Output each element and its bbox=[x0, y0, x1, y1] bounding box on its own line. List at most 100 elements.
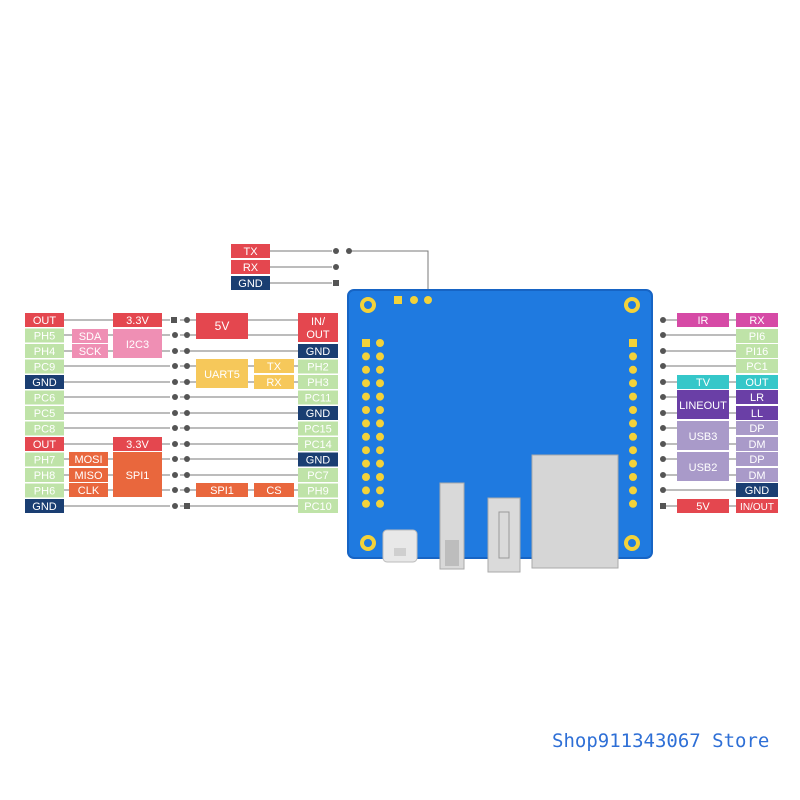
mid-pin-label-4: PC11 bbox=[305, 393, 332, 405]
pc1-label: PC1 bbox=[746, 361, 767, 373]
v33-top-label: 3.3V bbox=[126, 315, 149, 327]
mid-pin-label-11: PC10 bbox=[304, 501, 332, 513]
board bbox=[347, 289, 653, 573]
store-watermark: Shop911343067 Store bbox=[552, 730, 770, 752]
debug-gnd: GND bbox=[238, 278, 263, 290]
left-pin-label-7: PC8 bbox=[34, 424, 55, 436]
usb3-dp-label: DP bbox=[749, 423, 764, 435]
usb3-label: USB3 bbox=[689, 431, 718, 443]
left-pin-label-3: PC9 bbox=[34, 362, 55, 374]
left-pin-label-5: PC6 bbox=[34, 393, 55, 405]
lr-label: LR bbox=[750, 392, 764, 404]
mid-pin-label-0-1: OUT bbox=[306, 329, 330, 341]
mid-pin-box-1 bbox=[298, 344, 338, 358]
function-blocks: 3.3V SDA SCK I2C3 5V UART5 TX RX 3.3V MO… bbox=[69, 313, 294, 497]
mid-pin-box-6 bbox=[298, 421, 338, 436]
right-header-pin-12 bbox=[629, 499, 637, 508]
left-pin-label-11: PH6 bbox=[34, 486, 55, 498]
right-inout-label: IN/OUT bbox=[740, 502, 774, 513]
mid-pin-label-2: PH2 bbox=[307, 362, 328, 374]
left-connector-dots bbox=[171, 248, 352, 509]
left-pin-label-10: PH8 bbox=[34, 470, 55, 482]
pi16-label: PI16 bbox=[746, 346, 769, 358]
left-pin-box-8 bbox=[25, 437, 64, 451]
left-header-pin-20 bbox=[362, 473, 370, 481]
mid-pin-box-9 bbox=[298, 468, 338, 482]
uart5-rx-label: RX bbox=[266, 377, 282, 389]
mid-pin-box-11 bbox=[298, 499, 338, 513]
left-pin-label-4: GND bbox=[32, 377, 57, 389]
mid-pin-box-4 bbox=[298, 390, 338, 405]
debug-tx: TX bbox=[243, 246, 258, 258]
left-pin-box-6 bbox=[25, 406, 64, 420]
left-pin-box-2 bbox=[25, 344, 64, 358]
miso-label: MISO bbox=[74, 470, 103, 482]
left-pin-box-12 bbox=[25, 499, 64, 513]
left-header-pin-19 bbox=[376, 459, 384, 468]
lineout-label: LINEOUT bbox=[679, 400, 727, 412]
mid-pin-box-5 bbox=[298, 406, 338, 420]
left-pin-label-9: PH7 bbox=[34, 455, 55, 467]
left-pin-box-7 bbox=[25, 421, 64, 436]
left-header-pin-6 bbox=[362, 379, 370, 388]
usb3-dm-label: DM bbox=[748, 439, 765, 451]
left-header-pin-5 bbox=[376, 365, 384, 374]
right-header-pin-6 bbox=[629, 419, 637, 428]
mid-pin-label-7: PC14 bbox=[304, 439, 332, 451]
right-header-pin-3 bbox=[629, 379, 637, 388]
left-pin-header bbox=[362, 339, 384, 508]
spi1-label: SPI1 bbox=[210, 485, 234, 497]
right-header-pin-4 bbox=[629, 392, 637, 401]
mid-pin-label-0-0: IN/ bbox=[311, 316, 326, 328]
usb2-label: USB2 bbox=[689, 462, 718, 474]
right-header-pin-2 bbox=[629, 365, 637, 374]
mid-pin-label-9: PC7 bbox=[307, 470, 328, 482]
sda-label: SDA bbox=[79, 331, 102, 343]
left-pin-box-5 bbox=[25, 390, 64, 405]
left-header-pin-1 bbox=[376, 339, 384, 347]
mid-pin-box-0 bbox=[298, 313, 338, 342]
right-header-pin-9 bbox=[629, 459, 637, 468]
left-pin-box-0 bbox=[25, 313, 64, 327]
mid-pin-label-5: GND bbox=[306, 408, 331, 420]
mid-pin-label-10: PH9 bbox=[307, 486, 328, 498]
left-header-pin-7 bbox=[376, 379, 384, 388]
left-header-pin-10 bbox=[362, 406, 370, 414]
left-header-pin-12 bbox=[362, 419, 370, 428]
mosi-label: MOSI bbox=[74, 454, 102, 466]
left-header-pin-0 bbox=[362, 339, 370, 347]
left-header-pin-9 bbox=[376, 392, 384, 401]
left-header-pin-18 bbox=[362, 459, 370, 468]
left-pin-box-11 bbox=[25, 483, 64, 498]
left-header-pin-15 bbox=[376, 432, 384, 441]
left-pin-label-2: PH4 bbox=[34, 346, 55, 358]
cs-label: CS bbox=[266, 485, 281, 497]
mid-pin-label-6: PC15 bbox=[304, 424, 332, 436]
left-pin-box-3 bbox=[25, 359, 64, 374]
right-connector-dots bbox=[660, 317, 666, 509]
debug-uart-labels: TX RX GND bbox=[231, 244, 270, 290]
mid-pin-label-3: PH3 bbox=[307, 377, 328, 389]
right-labels: IR RX PI6 PI16 PC1 TV OUT LINEOUT LR LL … bbox=[677, 313, 778, 513]
usb2-dm-label: DM bbox=[748, 470, 765, 482]
middle-column-labels: IN/OUTGNDPH2PH3PC11GNDPC15PC14GNDPC7PH9P… bbox=[298, 313, 338, 513]
v33-spi-label: 3.3V bbox=[126, 439, 149, 451]
left-header-pin-25 bbox=[376, 499, 384, 508]
right-header-pin-10 bbox=[629, 473, 637, 481]
i2c3-label: I2C3 bbox=[126, 339, 149, 351]
left-pin-label-0: OUT bbox=[33, 315, 57, 327]
mid-pin-box-2 bbox=[298, 359, 338, 374]
right-header-pin-8 bbox=[629, 446, 637, 455]
tv-out-label: OUT bbox=[745, 377, 769, 389]
mid-pin-box-7 bbox=[298, 437, 338, 451]
left-header-pin-8 bbox=[362, 392, 370, 401]
left-header-pin-16 bbox=[362, 446, 370, 455]
right-header-pin-0 bbox=[629, 339, 637, 347]
right-header-pin-11 bbox=[629, 486, 637, 495]
mid-pin-box-8 bbox=[298, 452, 338, 467]
right-gnd-label: GND bbox=[745, 485, 770, 497]
left-header-pin-14 bbox=[362, 432, 370, 441]
mid-pin-box-3 bbox=[298, 375, 338, 389]
